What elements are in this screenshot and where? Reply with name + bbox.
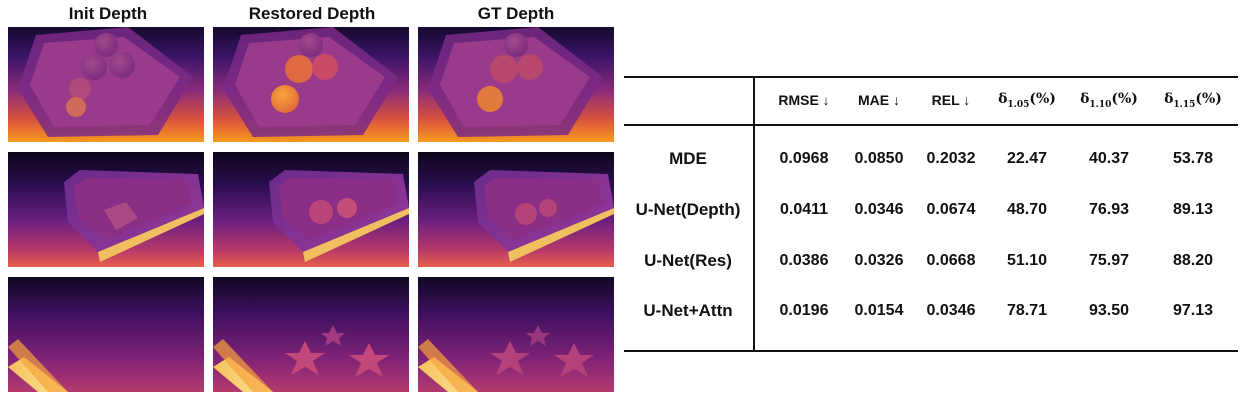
column-header-gt-depth: GT Depth bbox=[477, 4, 555, 23]
table-cell: 0.2032 bbox=[926, 150, 976, 167]
table-cell: 75.97 bbox=[1088, 252, 1130, 269]
table-cell: 0.0196 bbox=[779, 302, 829, 319]
header-delta-110: δ1.10(%) bbox=[1080, 91, 1138, 110]
table-cell: 48.70 bbox=[1006, 201, 1048, 218]
depth-image-row1-restored bbox=[213, 27, 409, 142]
depth-image-row1-gt bbox=[418, 27, 614, 142]
depth-image-row1-init bbox=[8, 27, 204, 142]
table-cell: 97.13 bbox=[1172, 302, 1214, 319]
table-top-rule bbox=[624, 76, 1238, 78]
method-label: U-Net(Depth) bbox=[635, 200, 741, 219]
table-cell: 0.0154 bbox=[854, 302, 904, 319]
table-divider bbox=[753, 76, 755, 350]
table-cell: 0.0411 bbox=[779, 201, 829, 218]
table-cell: 0.0346 bbox=[854, 201, 904, 218]
table-cell: 89.13 bbox=[1172, 201, 1214, 218]
method-label: U-Net(Res) bbox=[644, 251, 732, 270]
table-cell: 22.47 bbox=[1006, 150, 1048, 167]
table-cell: 93.50 bbox=[1088, 302, 1130, 319]
depth-image-row3-restored bbox=[213, 277, 409, 392]
table-cell: 88.20 bbox=[1172, 252, 1214, 269]
table-bottom-rule bbox=[624, 350, 1238, 352]
column-header-restored-depth: Restored Depth bbox=[248, 4, 376, 23]
depth-image-row3-gt bbox=[418, 277, 614, 392]
header-rel: REL ↓ bbox=[931, 92, 971, 108]
method-label: U-Net+Attn bbox=[643, 301, 733, 320]
depth-image-row3-init bbox=[8, 277, 204, 392]
column-header-init-depth: Init Depth bbox=[68, 4, 148, 23]
table-cell: 40.37 bbox=[1088, 150, 1130, 167]
table-cell: 51.10 bbox=[1006, 252, 1048, 269]
header-delta-115: δ1.15(%) bbox=[1164, 91, 1222, 110]
depth-image-row2-init bbox=[8, 152, 204, 267]
table-cell: 0.0346 bbox=[926, 302, 976, 319]
table-cell: 78.71 bbox=[1006, 302, 1048, 319]
table-header-rule bbox=[624, 124, 1238, 126]
table-cell: 0.0850 bbox=[854, 150, 904, 167]
header-delta-105: δ1.05(%) bbox=[998, 91, 1056, 110]
method-label: MDE bbox=[669, 149, 707, 168]
table-cell: 53.78 bbox=[1172, 150, 1214, 167]
table-cell: 0.0326 bbox=[854, 252, 904, 269]
header-mae: MAE ↓ bbox=[858, 92, 900, 108]
table-cell: 0.0386 bbox=[779, 252, 829, 269]
table-cell: 0.0668 bbox=[926, 252, 976, 269]
header-rmse: RMSE ↓ bbox=[778, 92, 830, 108]
depth-image-row2-restored bbox=[213, 152, 409, 267]
table-cell: 0.0968 bbox=[779, 150, 829, 167]
table-cell: 0.0674 bbox=[926, 201, 976, 218]
depth-image-row2-gt bbox=[418, 152, 614, 267]
table-cell: 76.93 bbox=[1088, 201, 1130, 218]
